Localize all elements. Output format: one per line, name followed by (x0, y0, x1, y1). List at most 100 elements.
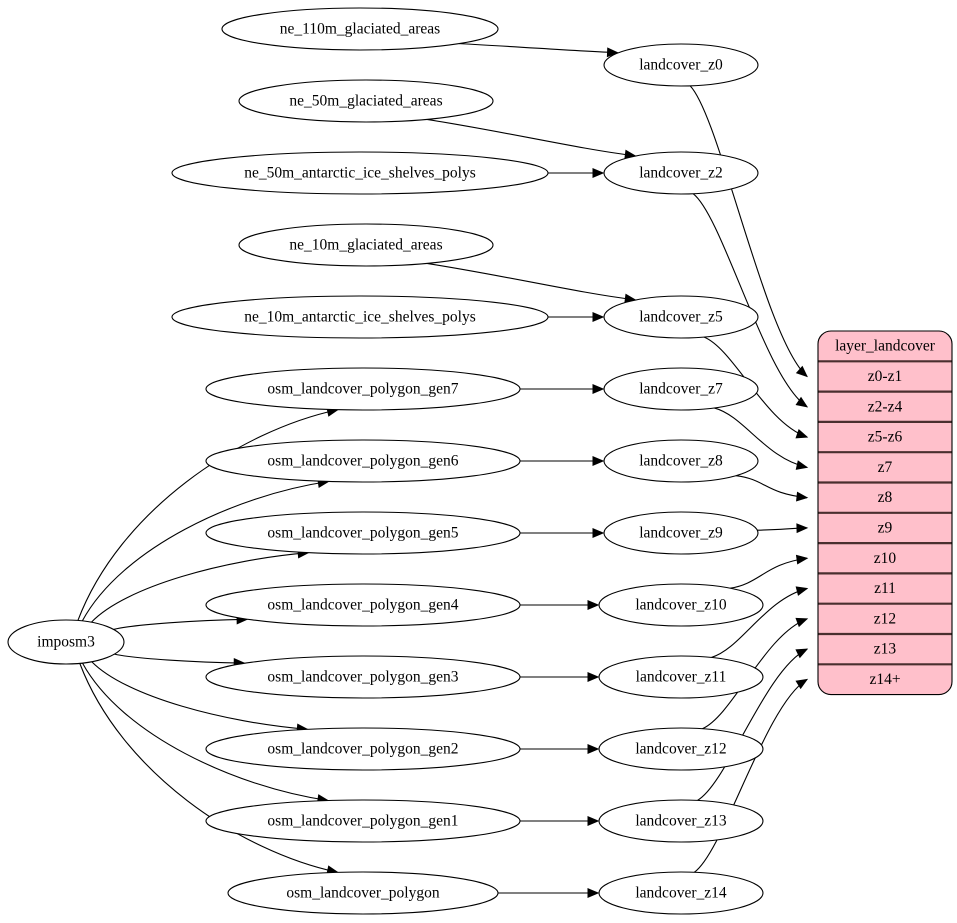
edge-osm_landcover_polygon_gen6-to-landcover_z8 (520, 456, 605, 466)
edge-ne_10m_antarctic_ice_shelves_polys-to-landcover_z5 (548, 312, 605, 322)
edge-arrowhead (592, 456, 605, 466)
node-imposm3[interactable]: imposm3 (7, 619, 125, 665)
table-row-z14plus[interactable]: z14+ (818, 663, 952, 688)
edge-path (697, 648, 808, 801)
node-osm_landcover_polygon_gen7[interactable]: osm_landcover_polygon_gen7 (205, 367, 521, 411)
node-label: landcover_z0 (639, 57, 723, 74)
edge-landcover_z11-to-layer_landcover:z11 (711, 586, 809, 659)
table-row-z11[interactable]: z11 (818, 572, 952, 597)
node-ellipse (205, 727, 521, 771)
edge-landcover_z0-to-layer_landcover:z0-z1 (689, 85, 808, 378)
node-landcover_z11[interactable]: landcover_z11 (598, 655, 764, 699)
edge-path (692, 193, 808, 408)
table-row-label: z13 (874, 641, 897, 658)
edge-path (91, 661, 308, 730)
node-ne_50m_antarctic_ice_shelves_polys[interactable]: ne_50m_antarctic_ice_shelves_polys (171, 151, 549, 195)
node-ellipse (205, 583, 521, 627)
edge-landcover_z13-to-layer_landcover:z13 (697, 648, 809, 801)
node-landcover_z0[interactable]: landcover_z0 (603, 43, 759, 87)
node-ellipse (598, 727, 764, 771)
node-label: landcover_z10 (635, 597, 726, 614)
node-ellipse (603, 511, 759, 555)
node-osm_landcover_polygon[interactable]: osm_landcover_polygon (227, 871, 499, 915)
node-ellipse (598, 871, 764, 915)
edge-landcover_z10-to-layer_landcover:z10 (730, 554, 809, 589)
edge-imposm3-to-osm_landcover_polygon_gen3 (114, 653, 246, 668)
edge-path (426, 118, 636, 157)
edge-arrowhead (795, 428, 809, 439)
node-landcover_z9[interactable]: landcover_z9 (603, 511, 759, 555)
node-label: landcover_z8 (639, 453, 723, 470)
node-ellipse (603, 439, 759, 483)
node-osm_landcover_polygon_gen6[interactable]: osm_landcover_polygon_gen6 (205, 439, 521, 483)
table-row-z7[interactable]: z7 (818, 451, 952, 476)
node-label: osm_landcover_polygon_gen3 (267, 669, 458, 686)
edge-path (82, 662, 329, 802)
node-landcover_z13[interactable]: landcover_z13 (598, 799, 764, 843)
edge-ne_50m_glaciated_areas-to-landcover_z2 (426, 118, 637, 160)
node-osm_landcover_polygon_gen3[interactable]: osm_landcover_polygon_gen3 (205, 655, 521, 699)
edge-imposm3-to-osm_landcover_polygon_gen4 (113, 614, 249, 630)
node-ellipse (238, 79, 494, 123)
table-row-label: z11 (874, 580, 896, 597)
table-outline (817, 330, 953, 696)
edge-path (711, 588, 808, 659)
node-osm_landcover_polygon_gen4[interactable]: osm_landcover_polygon_gen4 (205, 583, 521, 627)
edge-osm_landcover_polygon_gen3-to-landcover_z11 (520, 672, 600, 682)
node-ne_110m_glaciated_areas[interactable]: ne_110m_glaciated_areas (221, 7, 499, 51)
table-row-label: z12 (874, 610, 896, 627)
table-row-z2-z4[interactable]: z2-z4 (818, 390, 952, 416)
edge-path (714, 407, 808, 468)
table-row-label: z14+ (869, 671, 900, 688)
edge-arrowhead (587, 600, 600, 610)
table-row-z13[interactable]: z13 (818, 632, 952, 658)
node-label: landcover_z9 (639, 525, 723, 542)
edge-osm_landcover_polygon_gen1-to-landcover_z13 (520, 816, 600, 826)
table-header-label: layer_landcover (835, 338, 936, 355)
node-ne_50m_glaciated_areas[interactable]: ne_50m_glaciated_areas (238, 79, 494, 123)
edge-path (730, 557, 808, 589)
edge-arrowhead (795, 365, 808, 378)
node-ne_10m_antarctic_ice_shelves_polys[interactable]: ne_10m_antarctic_ice_shelves_polys (171, 295, 549, 339)
node-ellipse (205, 439, 521, 483)
edge-arrowhead (587, 816, 600, 826)
table-row-z5-z6[interactable]: z5-z6 (818, 420, 952, 446)
edge-landcover_z9-to-layer_landcover:z9 (757, 523, 809, 534)
node-landcover_z7[interactable]: landcover_z7 (603, 367, 759, 411)
edge-arrowhead (796, 523, 809, 534)
node-landcover_z5[interactable]: landcover_z5 (603, 295, 759, 339)
table-row-label: z10 (874, 550, 897, 567)
node-label: landcover_z13 (635, 813, 726, 830)
table-row-z9[interactable]: z9 (818, 511, 952, 537)
node-ellipse (598, 799, 764, 843)
node-ellipse (603, 367, 759, 411)
edge-arrowhead (795, 678, 809, 690)
layer-landcover-table[interactable]: layer_landcover z0-z1 z2-z4 z5-z6 z7 z8 z9 z10 z… (817, 330, 953, 696)
edge-arrowhead (795, 648, 809, 659)
table-row-z12[interactable]: z12 (818, 602, 952, 628)
node-landcover_z12[interactable]: landcover_z12 (598, 727, 764, 771)
node-osm_landcover_polygon_gen2[interactable]: osm_landcover_polygon_gen2 (205, 727, 521, 771)
table-row-label: z5-z6 (868, 429, 903, 446)
node-landcover_z14[interactable]: landcover_z14 (598, 871, 764, 915)
table-row-z0-z1[interactable]: z0-z1 (818, 360, 952, 385)
node-osm_landcover_polygon_gen1[interactable]: osm_landcover_polygon_gen1 (205, 799, 521, 843)
node-osm_landcover_polygon_gen5[interactable]: osm_landcover_polygon_gen5 (205, 511, 521, 555)
node-ellipse (221, 7, 499, 51)
edge-arrowhead (795, 586, 809, 596)
node-label: ne_10m_glaciated_areas (289, 237, 442, 254)
nodes-layer: imposm3 ne_110m_glaciated_areas ne_50m_gla… (7, 7, 764, 915)
table-row-z8[interactable]: z8 (818, 481, 952, 507)
node-label: osm_landcover_polygon_gen6 (267, 453, 458, 470)
node-ellipse (238, 223, 494, 267)
node-landcover_z8[interactable]: landcover_z8 (603, 439, 759, 483)
edge-path (114, 653, 245, 664)
edge-arrowhead (592, 384, 605, 394)
table-header[interactable]: layer_landcover (835, 338, 936, 355)
node-ellipse (603, 295, 759, 339)
node-ne_10m_glaciated_areas[interactable]: ne_10m_glaciated_areas (238, 223, 494, 267)
table-row-z10[interactable]: z10 (818, 541, 952, 567)
node-landcover_z2[interactable]: landcover_z2 (603, 151, 759, 195)
node-landcover_z10[interactable]: landcover_z10 (598, 583, 764, 627)
